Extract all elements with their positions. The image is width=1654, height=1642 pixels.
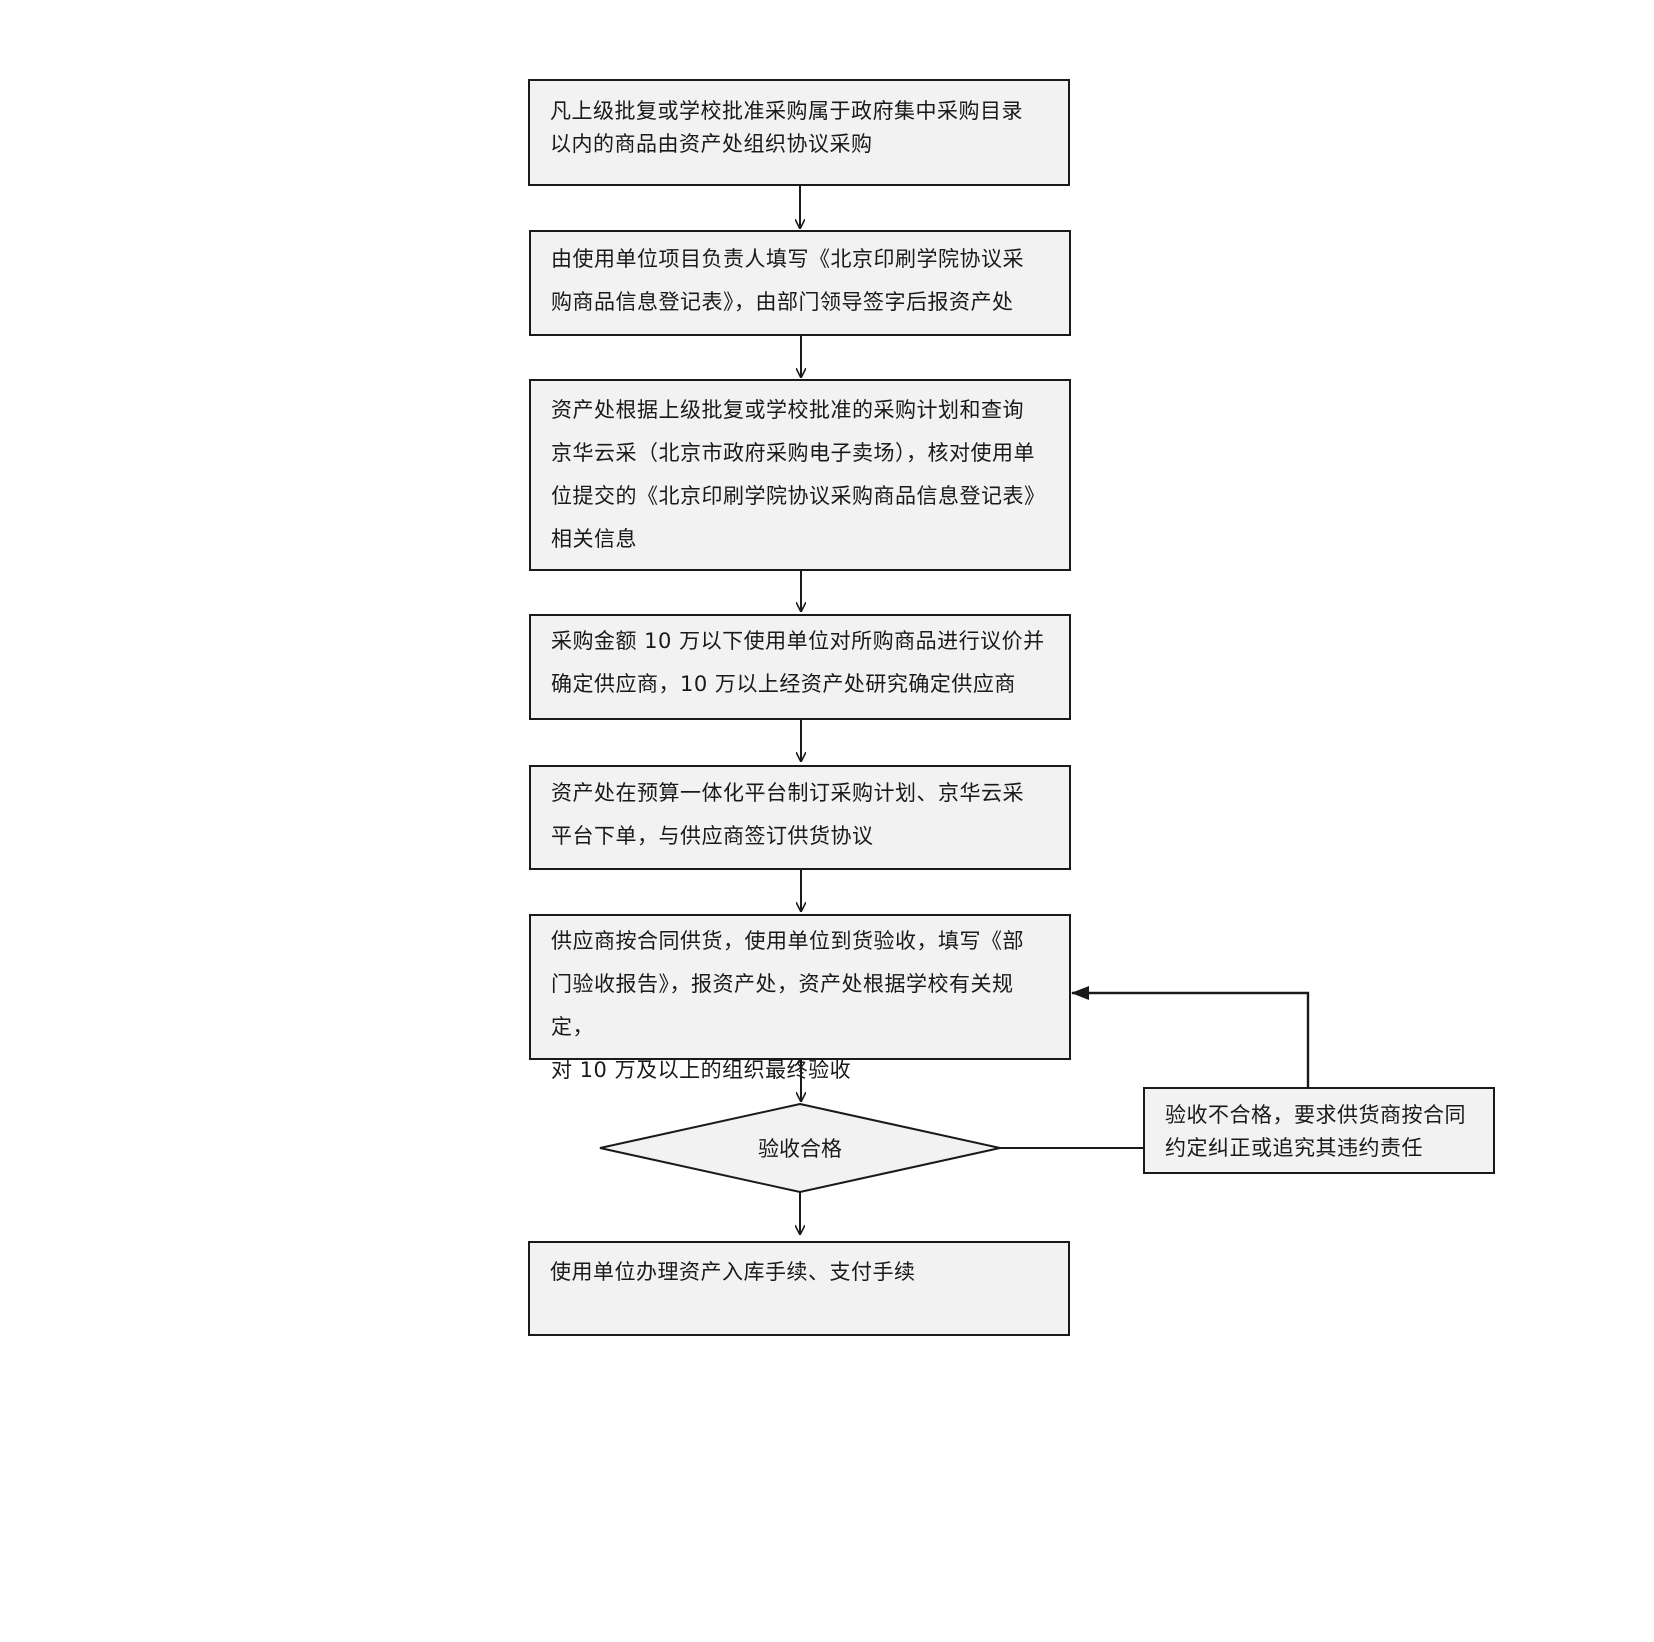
final-step: 使用单位办理资产入库手续、支付手续 (528, 1241, 1070, 1336)
rejection-box: 验收不合格，要求供货商按合同 约定纠正或追究其违约责任 (1143, 1087, 1495, 1174)
decision-label: 验收合格 (758, 1137, 842, 1161)
decision-diamond (599, 1102, 1001, 1194)
arrow-rejection-to-step6 (1071, 986, 1310, 1087)
flow-step-6: 供应商按合同供货，使用单位到货验收，填写《部 门验收报告》，报资产处，资产处根据… (529, 914, 1071, 1082)
flow-step-3: 资产处根据上级批复或学校批准的采购计划和查询 京华云采（北京市政府采购电子卖场）… (529, 379, 1071, 571)
flow-step-2: 由使用单位项目负责人填写《北京印刷学院协议采 购商品信息登记表》，由部门领导签字… (529, 230, 1071, 336)
flow-step-1: 凡上级批复或学校批准采购属于政府集中采购目录 以内的商品由资产处组织协议采购 (528, 79, 1070, 186)
flow-step-4: 采购金额 10 万以下使用单位对所购商品进行议价并 确定供应商，10 万以上经资… (529, 614, 1071, 720)
flow-step-5: 资产处在预算一体化平台制订采购计划、京华云采 平台下单，与供应商签订供货协议 (529, 765, 1071, 870)
